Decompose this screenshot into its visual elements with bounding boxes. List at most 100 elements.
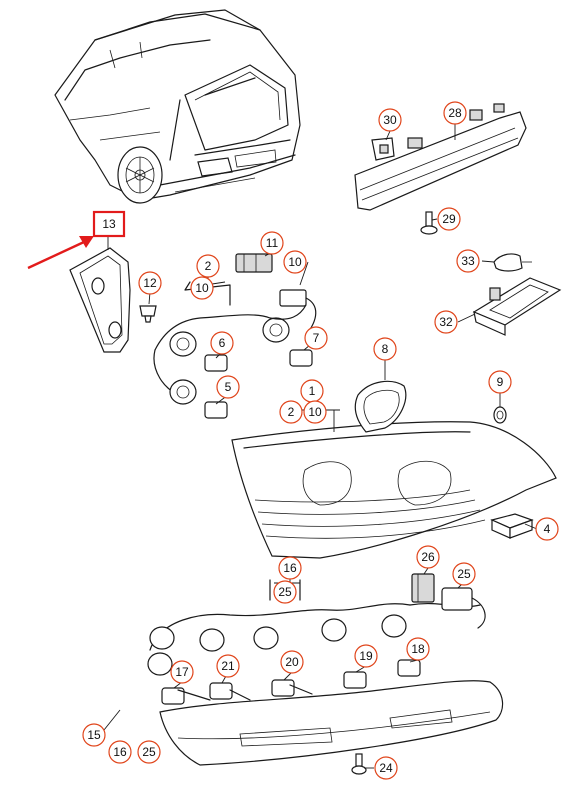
connector-part-11 (235, 253, 273, 273)
callout-number: 17 (175, 665, 189, 679)
callout-number: 25 (457, 567, 471, 581)
callout-number: 8 (382, 342, 389, 356)
pad-part-4 (490, 513, 534, 539)
callout-number: 9 (497, 375, 504, 389)
callout-circle (280, 650, 304, 674)
lower-harness (147, 579, 481, 676)
callout-number: 5 (225, 380, 232, 394)
callout-circle (354, 644, 378, 668)
callout-number: 15 (87, 728, 101, 742)
callout-28[interactable]: 28 (443, 101, 467, 125)
callout-number: 20 (285, 655, 299, 669)
callout-16[interactable]: 16 (278, 556, 302, 580)
callout-24[interactable]: 24 (374, 756, 398, 780)
callout-7[interactable]: 7 (304, 326, 328, 350)
clip-part-12 (139, 305, 157, 323)
gasket-part-13 (69, 236, 131, 353)
callout-number: 16 (283, 561, 297, 575)
callout-number: 10 (288, 255, 302, 269)
callout-number: 2 (288, 405, 295, 419)
callout-circle (279, 400, 303, 424)
callout-17[interactable]: 17 (170, 660, 194, 684)
gasket-part-8 (354, 380, 407, 433)
callout-number: 25 (278, 585, 292, 599)
red-arrow-pointer (27, 236, 94, 270)
callout-20[interactable]: 20 (280, 650, 304, 674)
callout-circle (138, 271, 162, 295)
callout-25[interactable]: 25 (273, 580, 297, 604)
callout-6[interactable]: 6 (210, 331, 234, 355)
callout-circle (378, 108, 402, 132)
callout-19[interactable]: 19 (354, 644, 378, 668)
callout-5[interactable]: 5 (216, 375, 240, 399)
brake-light-part-28 (354, 103, 527, 211)
callout-32[interactable]: 32 (434, 310, 458, 334)
callout-10[interactable]: 10 (190, 276, 214, 300)
callout-15[interactable]: 15 (82, 723, 106, 747)
callout-number: 33 (461, 254, 475, 268)
callout-number: 21 (221, 659, 235, 673)
callout-30[interactable]: 30 (378, 108, 402, 132)
callout-12[interactable]: 12 (138, 271, 162, 295)
callout-number: 11 (266, 236, 279, 250)
callout-33[interactable]: 33 (456, 249, 480, 273)
callout-circle (108, 740, 132, 764)
connector-part-26 (411, 573, 435, 603)
callout-circle (434, 310, 458, 334)
callout-circle (273, 580, 297, 604)
callout-21[interactable]: 21 (216, 654, 240, 678)
callout-16[interactable]: 16 (108, 740, 132, 764)
callout-10[interactable]: 10 (283, 250, 307, 274)
callout-circle (196, 254, 220, 278)
callout-circle (373, 337, 397, 361)
callout-26[interactable]: 26 (416, 545, 440, 569)
callout-10[interactable]: 10 (303, 400, 327, 424)
callout-number: 29 (442, 212, 456, 226)
callout-circle (443, 101, 467, 125)
tail-harness-upper (153, 281, 313, 419)
callout-18[interactable]: 18 (406, 637, 430, 661)
callout-number: 18 (411, 642, 425, 656)
callout-number: 24 (379, 761, 393, 775)
connector-part-30 (371, 137, 395, 161)
callout-2[interactable]: 2 (196, 254, 220, 278)
callout-2[interactable]: 2 (279, 400, 303, 424)
callout-circle (278, 556, 302, 580)
callout-number: 25 (142, 745, 156, 759)
callout-circle (137, 740, 161, 764)
callout-4[interactable]: 4 (535, 517, 559, 541)
callout-circle (437, 207, 461, 231)
callout-circle (456, 249, 480, 273)
callout-circle (535, 517, 559, 541)
seal-part-9 (493, 406, 507, 424)
callout-29[interactable]: 29 (437, 207, 461, 231)
highlighted-label: 13 (102, 217, 116, 231)
callout-circle (406, 637, 430, 661)
callout-11[interactable]: 11 (260, 231, 284, 255)
callout-circle (216, 375, 240, 399)
callout-circle (374, 756, 398, 780)
callout-number: 10 (308, 405, 322, 419)
callout-8[interactable]: 8 (373, 337, 397, 361)
callout-number: 19 (359, 649, 373, 663)
callout-number: 30 (383, 113, 397, 127)
callout-25[interactable]: 25 (452, 562, 476, 586)
callout-number: 32 (439, 315, 453, 329)
lower-bulbs (161, 659, 421, 705)
callout-circle (210, 331, 234, 355)
callout-25[interactable]: 25 (137, 740, 161, 764)
callout-1[interactable]: 1 (300, 379, 324, 403)
highlighted-callout-13[interactable]: 13 (92, 210, 126, 238)
callout-circle (216, 654, 240, 678)
callout-number: 28 (448, 106, 462, 120)
callout-number: 2 (205, 259, 212, 273)
callout-number: 4 (544, 522, 551, 536)
callout-number: 6 (219, 336, 226, 350)
callout-number: 7 (313, 331, 320, 345)
callout-circle (488, 370, 512, 394)
connector-part-25 (441, 587, 486, 629)
screw-part-24 (351, 753, 367, 775)
callout-9[interactable]: 9 (488, 370, 512, 394)
callout-circle (283, 250, 307, 274)
callout-circle (190, 276, 214, 300)
